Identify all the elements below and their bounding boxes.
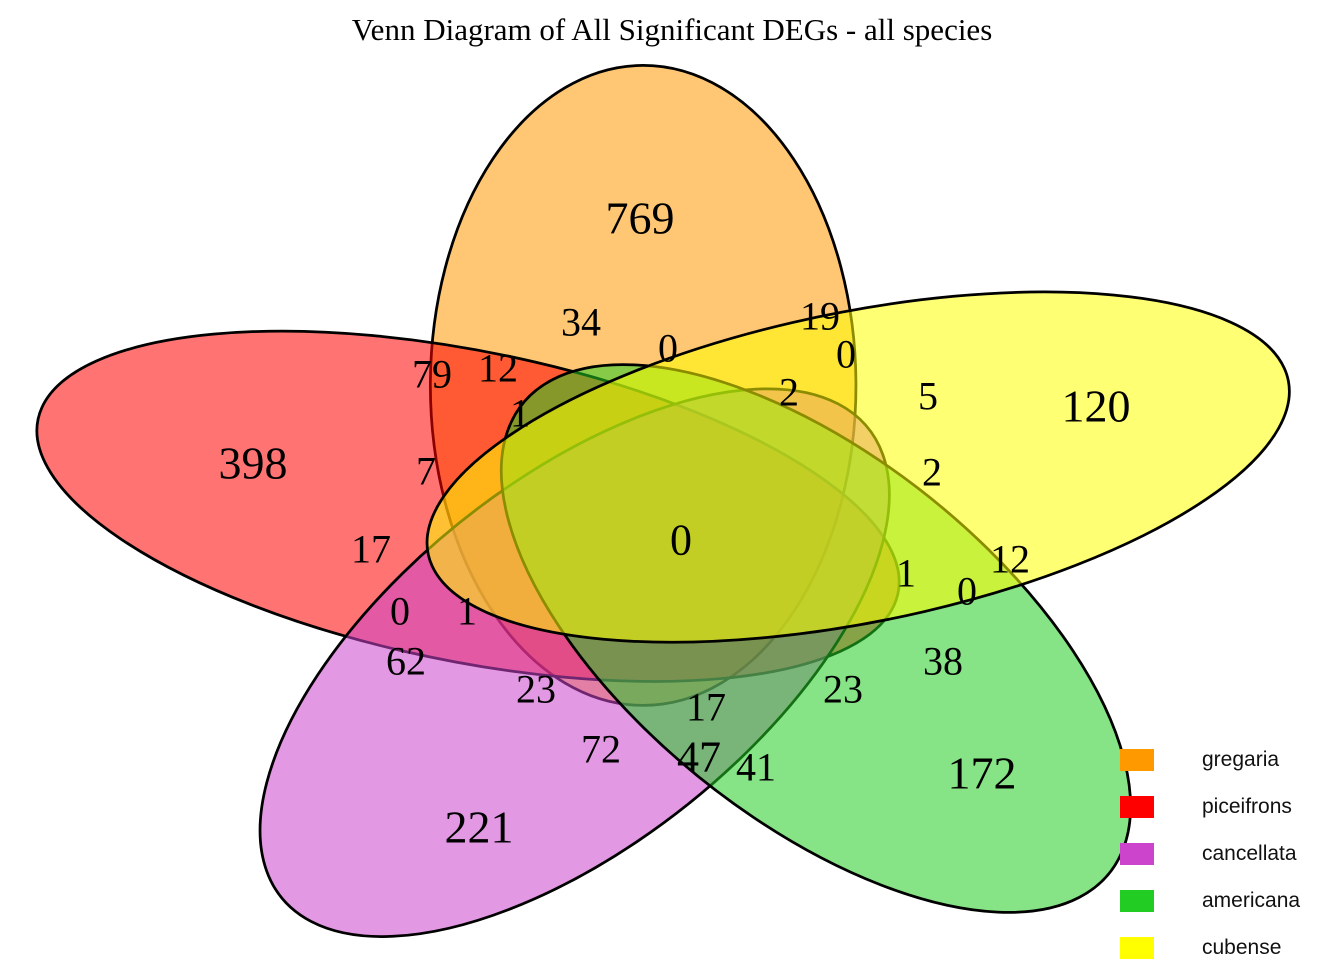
region-count: 62 [386,639,426,684]
region-count: 0 [836,332,856,377]
legend-swatch-americana [1120,890,1154,912]
legend-label: gregaria [1202,748,1280,771]
region-count: 47 [677,733,721,782]
region-count: 79 [412,352,452,397]
region-count: 0 [658,326,678,371]
region-count: 17 [686,685,726,730]
region-count: 38 [923,639,963,684]
region-count: 221 [445,802,514,853]
region-count: 1 [457,589,477,634]
legend-swatch-gregaria [1120,749,1154,771]
legend-label: cubense [1202,936,1282,959]
region-count: 398 [219,438,288,489]
legend-item-gregaria: gregaria [1120,748,1279,772]
region-count: 0 [390,589,410,634]
region-count: 12 [990,537,1030,582]
region-count: 41 [736,745,776,790]
region-count: 23 [516,667,556,712]
legend-swatch-cancellata [1120,843,1154,865]
legend-item-piceifrons: piceifrons [1120,795,1292,819]
legend-swatch-cubense [1120,937,1154,959]
region-count: 769 [606,193,675,244]
legend-swatch-piceifrons [1120,796,1154,818]
region-count: 7 [416,449,436,494]
region-count: 0 [670,516,692,565]
region-count: 5 [918,374,938,419]
legend-label: piceifrons [1202,795,1292,818]
chart-title: Venn Diagram of All Significant DEGs - a… [351,12,993,47]
region-count: 1 [510,391,530,436]
legend-item-cancellata: cancellata [1120,842,1297,866]
region-count: 19 [800,294,840,339]
region-count: 12 [478,346,518,391]
region-count: 23 [823,667,863,712]
region-count: 2 [922,450,942,495]
ellipse-layer [0,65,1344,960]
region-count: 1 [896,551,916,596]
legend-item-americana: americana [1120,889,1300,913]
region-count: 72 [581,727,621,772]
region-count: 2 [779,370,799,415]
region-count: 120 [1062,381,1131,432]
legend-label: cancellata [1202,842,1297,865]
ellipse-cubense [366,224,1344,711]
region-count: 172 [948,748,1017,799]
region-count: 17 [351,527,391,572]
region-count: 34 [561,300,601,345]
legend-label: americana [1202,889,1301,912]
legend-item-cubense: cubense [1120,936,1281,960]
region-count: 0 [957,569,977,614]
